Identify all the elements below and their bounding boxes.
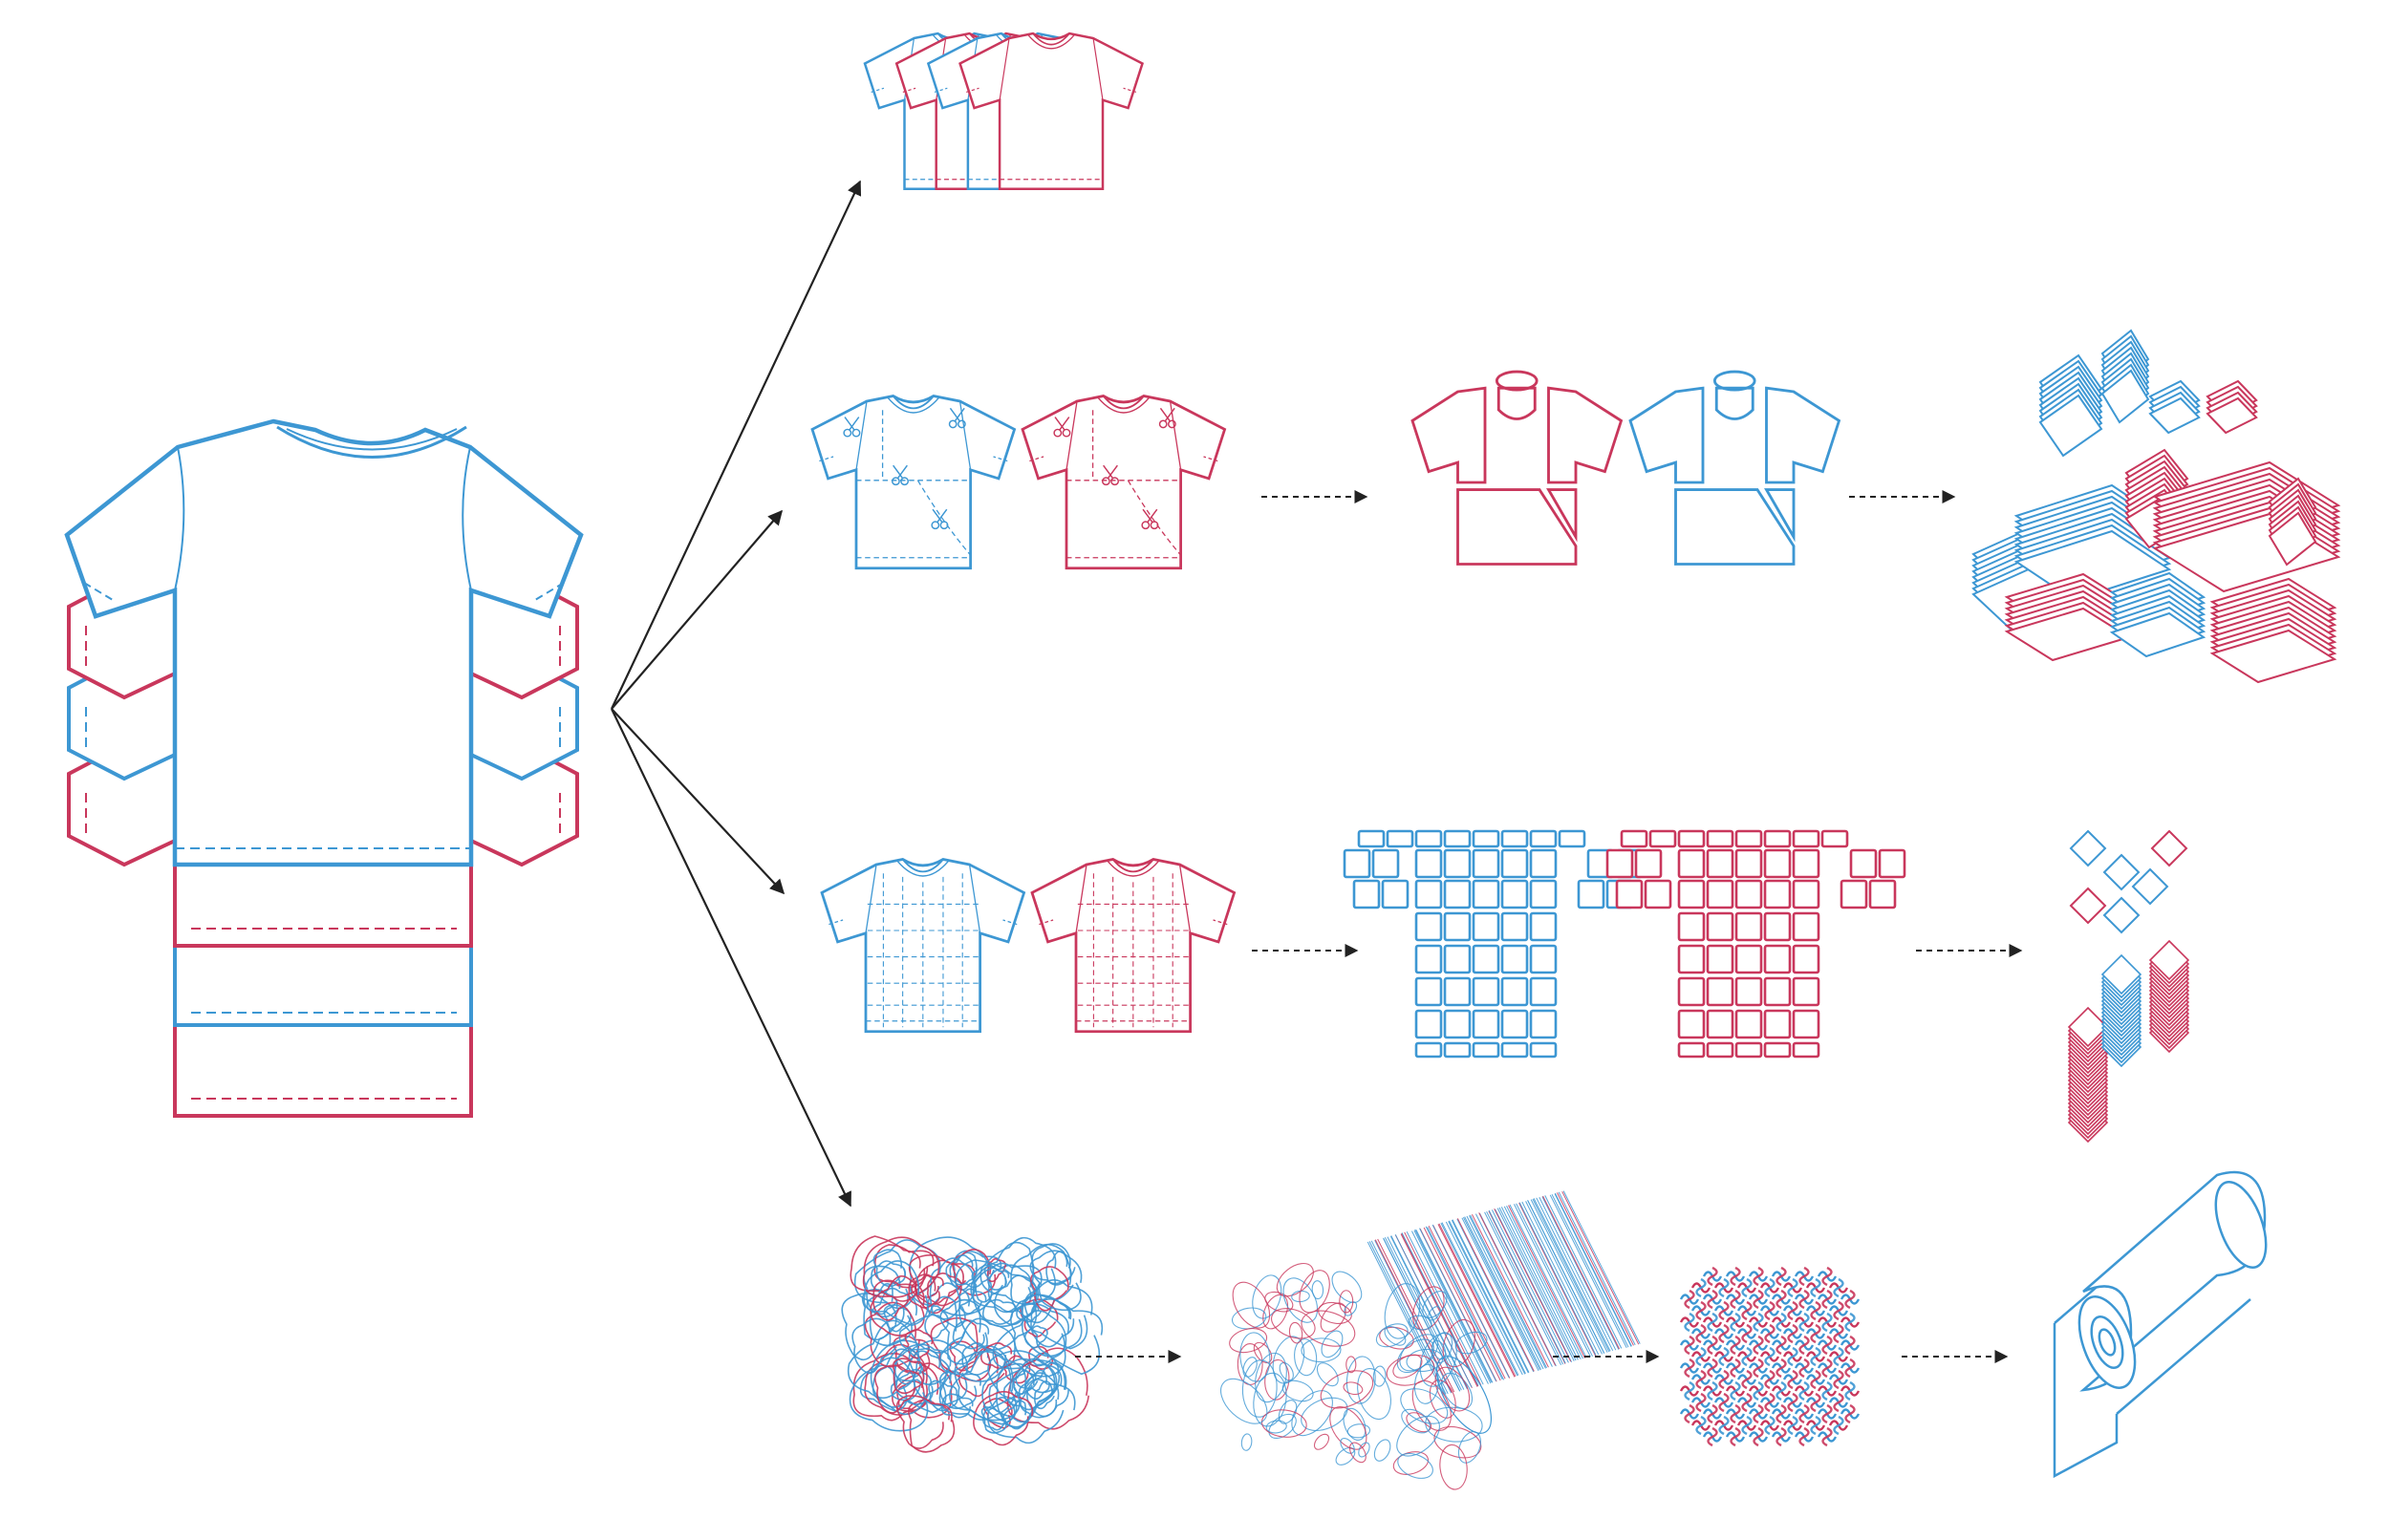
tshirts-with-scissors-icon [810,395,1226,570]
cut-pattern-pieces-icon [1410,370,1841,566]
stacked-tiles-icon [2067,829,2190,1144]
arrow-to-reuse [611,180,862,710]
tshirts-grid-lines-icon [820,858,1236,1034]
yarn-mesh-icon [1679,1266,1861,1447]
arrow-to-fiber-recycling [611,708,851,1208]
stacked-tshirts-exploded-icon [64,418,584,1118]
tshirt-stack-icon [863,32,1144,190]
branch-arrows [611,180,862,1208]
grid-cut-tiles-icon [1343,829,1906,1059]
carded-fibers-icon [1220,1190,1641,1490]
fabric-roll-icon [2053,1170,2268,1479]
arrow-to-cut-and-sort [611,509,784,710]
arrow-to-grid-cut [611,708,786,895]
sorted-piece-stacks-icon [1971,329,2341,684]
fiber-tangle-icon [841,1235,1104,1453]
